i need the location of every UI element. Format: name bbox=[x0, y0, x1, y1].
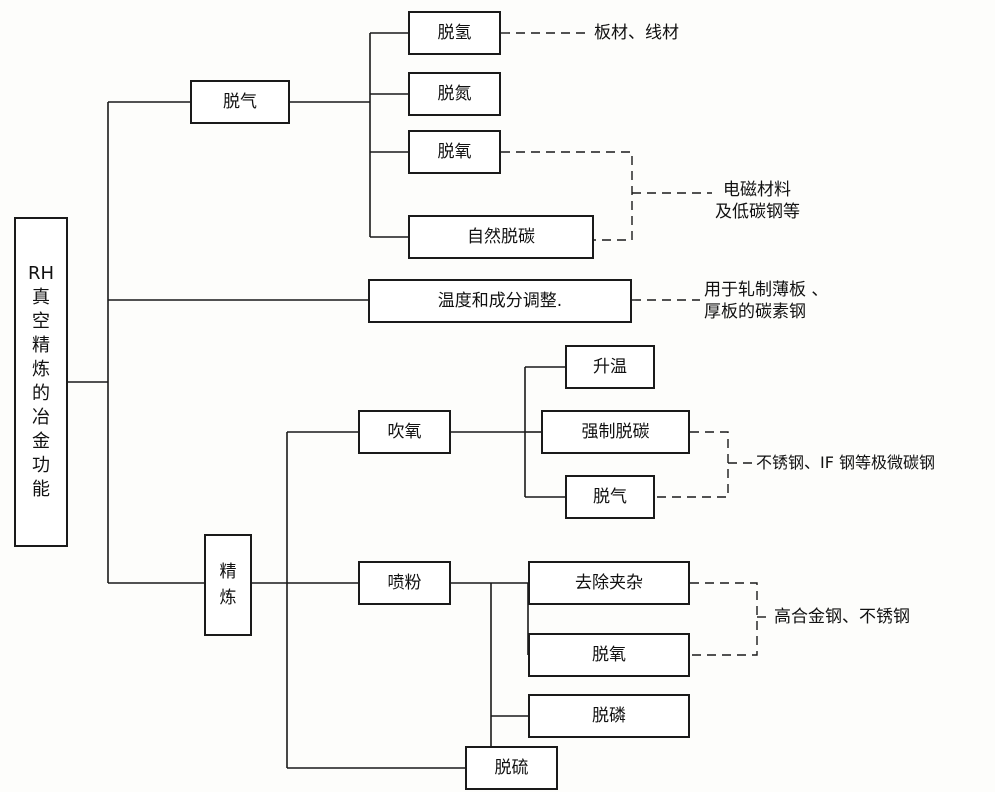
highalloy-bracket bbox=[690, 582, 758, 656]
node-deoxidation: 脱氧 bbox=[408, 130, 501, 174]
node-dephosphorization: 脱磷 bbox=[528, 694, 690, 738]
root-label-rh: RH bbox=[27, 263, 55, 284]
note-plates-wires: 板材、线材 bbox=[594, 23, 679, 43]
node-desulfurization: 脱硫 bbox=[465, 746, 558, 790]
note-high-alloy: 高合金钢、不锈钢 bbox=[774, 607, 910, 627]
node-heating: 升温 bbox=[565, 345, 655, 389]
node-dehydrogenation: 脱氢 bbox=[408, 11, 501, 55]
root-node: RH 真 空 精 炼 的 冶 金 功 能 bbox=[14, 217, 68, 547]
magnetic-bracket bbox=[501, 151, 633, 241]
note-rolling-carbon-steel: 用于轧制薄板 、 厚板的碳素钢 bbox=[704, 280, 829, 322]
node-oxygen-blowing: 吹氧 bbox=[358, 410, 451, 454]
node-degassing: 脱气 bbox=[565, 475, 655, 519]
note-ultra-low-carbon: 不锈钢、IF 钢等极微碳钢 bbox=[756, 453, 936, 472]
stainless-bracket bbox=[655, 431, 729, 498]
node-inclusion-removal: 去除夹杂 bbox=[528, 561, 690, 605]
node-deoxidation-2: 脱氧 bbox=[528, 633, 690, 677]
node-temp-composition: 温度和成分调整. bbox=[368, 279, 632, 323]
node-natural-decarburization: 自然脱碳 bbox=[408, 215, 594, 259]
node-denitrogenation: 脱氮 bbox=[408, 72, 501, 116]
note-magnetic-materials: 电磁材料 及低碳钢等 bbox=[715, 180, 800, 222]
node-refining: 精 炼 bbox=[204, 534, 252, 636]
node-powder-injection: 喷粉 bbox=[358, 561, 451, 605]
node-degas: 脱气 bbox=[190, 80, 290, 124]
node-forced-decarburization: 强制脱碳 bbox=[541, 410, 690, 454]
